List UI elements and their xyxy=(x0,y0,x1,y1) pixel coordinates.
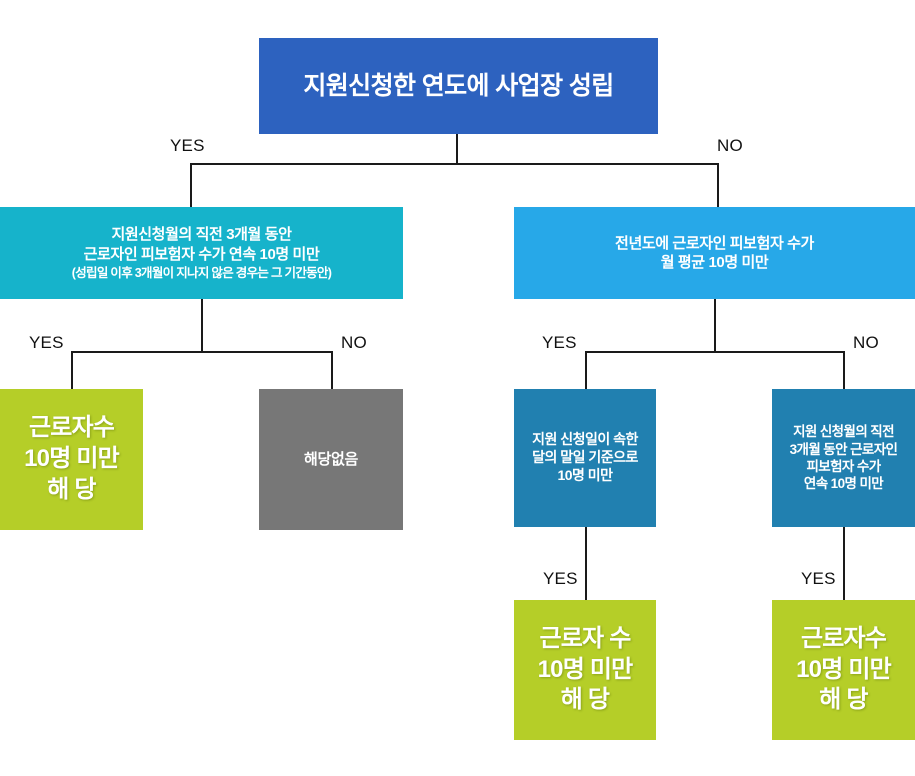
node-result-right-line3: 해 당 xyxy=(819,686,868,714)
node-mid-condition-line1: 지원 신청일이 속한 xyxy=(532,431,638,448)
branch-label-mid-yes: YES xyxy=(543,569,578,588)
connector-left-yes-drop xyxy=(71,351,73,390)
node-result-right-line1: 근로자수 xyxy=(800,624,887,652)
node-left-condition-line3: (성립일 이후 3개월이 지나지 않은 경우는 그 기간동안) xyxy=(71,265,332,280)
node-root-condition[interactable]: 지원신청한 연도에 사업장 성립 xyxy=(259,38,658,134)
connector-rightsub-to-result xyxy=(843,527,845,601)
node-result-mid[interactable]: 근로자 수 10명 미만 해 당 xyxy=(514,600,656,740)
branch-label-rightsub-yes: YES xyxy=(801,569,836,588)
node-result-left-line3: 해 당 xyxy=(47,475,96,503)
node-result-mid-line2: 10명 미만 xyxy=(537,655,634,683)
node-result-mid-line1: 근로자 수 xyxy=(539,624,632,652)
connector-left-no-drop xyxy=(331,351,333,390)
node-right-sub-condition-line4: 연속 10명 미만 xyxy=(803,476,884,492)
node-right-sub-condition-line3: 피보험자 수가 xyxy=(806,459,881,474)
connector-root-stem xyxy=(456,134,458,164)
connector-right-yes-drop xyxy=(585,351,587,390)
connector-mid-to-result xyxy=(585,527,587,601)
connector-left-bus xyxy=(71,351,332,353)
connector-root-left-drop xyxy=(190,163,192,208)
node-mid-condition-line3: 10명 미만 xyxy=(557,466,613,483)
node-result-right-line2: 10명 미만 xyxy=(796,655,892,683)
node-left-condition-line1: 지원신청월의 직전 3개월 동안 xyxy=(111,226,292,244)
node-result-left-line2: 10명 미만 xyxy=(24,445,120,473)
node-left-condition-line2: 근로자인 피보험자 수가 연속 10명 미만 xyxy=(83,245,320,263)
connector-right-no-drop xyxy=(843,351,845,390)
node-result-mid-line3: 해 당 xyxy=(560,686,610,714)
node-right-sub-condition[interactable]: 지원 신청월의 직전 3개월 동안 근로자인 피보험자 수가 연속 10명 미만 xyxy=(772,389,915,527)
node-result-left[interactable]: 근로자수 10명 미만 해 당 xyxy=(0,389,143,530)
node-mid-condition[interactable]: 지원 신청일이 속한 달의 말일 기준으로 10명 미만 xyxy=(514,389,656,527)
connector-left-stem xyxy=(201,299,203,352)
connector-right-stem xyxy=(714,299,716,352)
node-right-condition-line1: 전년도에 근로자인 피보험자 수가 xyxy=(615,234,814,252)
node-right-condition-line2: 월 평균 10명 미만 xyxy=(660,254,769,271)
branch-label-root-yes: YES xyxy=(170,136,205,155)
node-right-condition[interactable]: 전년도에 근로자인 피보험자 수가 월 평균 10명 미만 xyxy=(514,207,915,299)
branch-label-right-no: NO xyxy=(853,333,879,352)
branch-label-left-yes: YES xyxy=(29,333,64,352)
connector-right-bus xyxy=(585,351,844,353)
node-right-sub-condition-line2: 3개월 동안 근로자인 xyxy=(789,441,898,457)
node-right-sub-condition-line1: 지원 신청월의 직전 xyxy=(793,424,894,440)
node-result-left-line1: 근로자수 xyxy=(28,414,115,442)
node-mid-condition-line2: 달의 말일 기준으로 xyxy=(532,449,638,466)
node-not-applicable-line1: 해당없음 xyxy=(303,450,358,468)
branch-label-root-no: NO xyxy=(717,136,743,155)
node-result-right[interactable]: 근로자수 10명 미만 해 당 xyxy=(772,600,915,740)
connector-root-bus xyxy=(190,163,718,165)
node-root-line1: 지원신청한 연도에 사업장 성립 xyxy=(303,72,614,100)
branch-label-left-no: NO xyxy=(341,333,367,352)
connector-root-right-drop xyxy=(717,163,719,208)
node-left-condition[interactable]: 지원신청월의 직전 3개월 동안 근로자인 피보험자 수가 연속 10명 미만 … xyxy=(0,207,403,299)
node-not-applicable[interactable]: 해당없음 xyxy=(259,389,403,530)
branch-label-right-yes: YES xyxy=(542,333,577,352)
